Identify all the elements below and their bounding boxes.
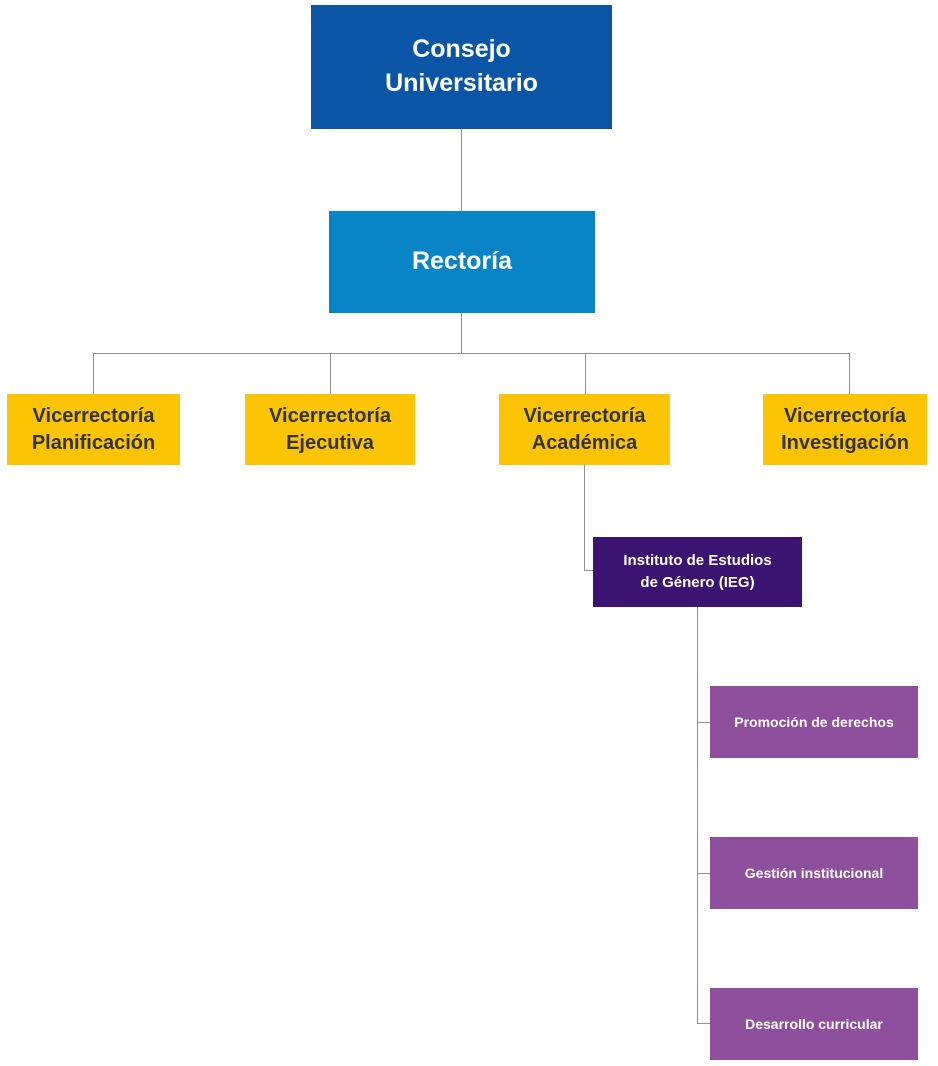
connector-consejo-rectoria xyxy=(461,129,462,211)
node-vicerrectoria-investigacion: Vicerrectoría Investigación xyxy=(763,394,927,465)
node-vicerrectoria-ejecutiva: Vicerrectoría Ejecutiva xyxy=(245,394,415,465)
node-gestion-institucional: Gestión institucional xyxy=(710,837,918,909)
connector-drop-ejecutiva xyxy=(330,353,331,394)
node-consejo-universitario: Consejo Universitario xyxy=(311,5,612,129)
connector-academica-ieg-vertical xyxy=(584,465,585,571)
node-promocion-derechos: Promoción de derechos xyxy=(710,686,918,758)
node-vicerrectoria-academica: Vicerrectoría Académica xyxy=(499,394,670,465)
node-instituto-estudios-genero: Instituto de Estudios de Género (IEG) xyxy=(593,537,802,607)
connector-elbow-promocion xyxy=(697,722,710,723)
connector-drop-planificacion xyxy=(93,353,94,394)
connector-elbow-desarrollo xyxy=(697,1023,710,1024)
connector-drop-investigacion xyxy=(849,353,850,394)
node-vicerrectoria-planificacion: Vicerrectoría Planificación xyxy=(7,394,180,465)
connector-rectoria-bus xyxy=(461,313,462,353)
connector-academica-ieg-horizontal xyxy=(584,570,594,571)
connector-ieg-trunk xyxy=(697,607,698,1024)
connector-elbow-gestion xyxy=(697,873,710,874)
node-rectoria: Rectoría xyxy=(329,211,595,313)
node-desarrollo-curricular: Desarrollo curricular xyxy=(710,988,918,1060)
connector-drop-academica xyxy=(585,353,586,394)
connector-bus-horizontal xyxy=(93,353,850,354)
